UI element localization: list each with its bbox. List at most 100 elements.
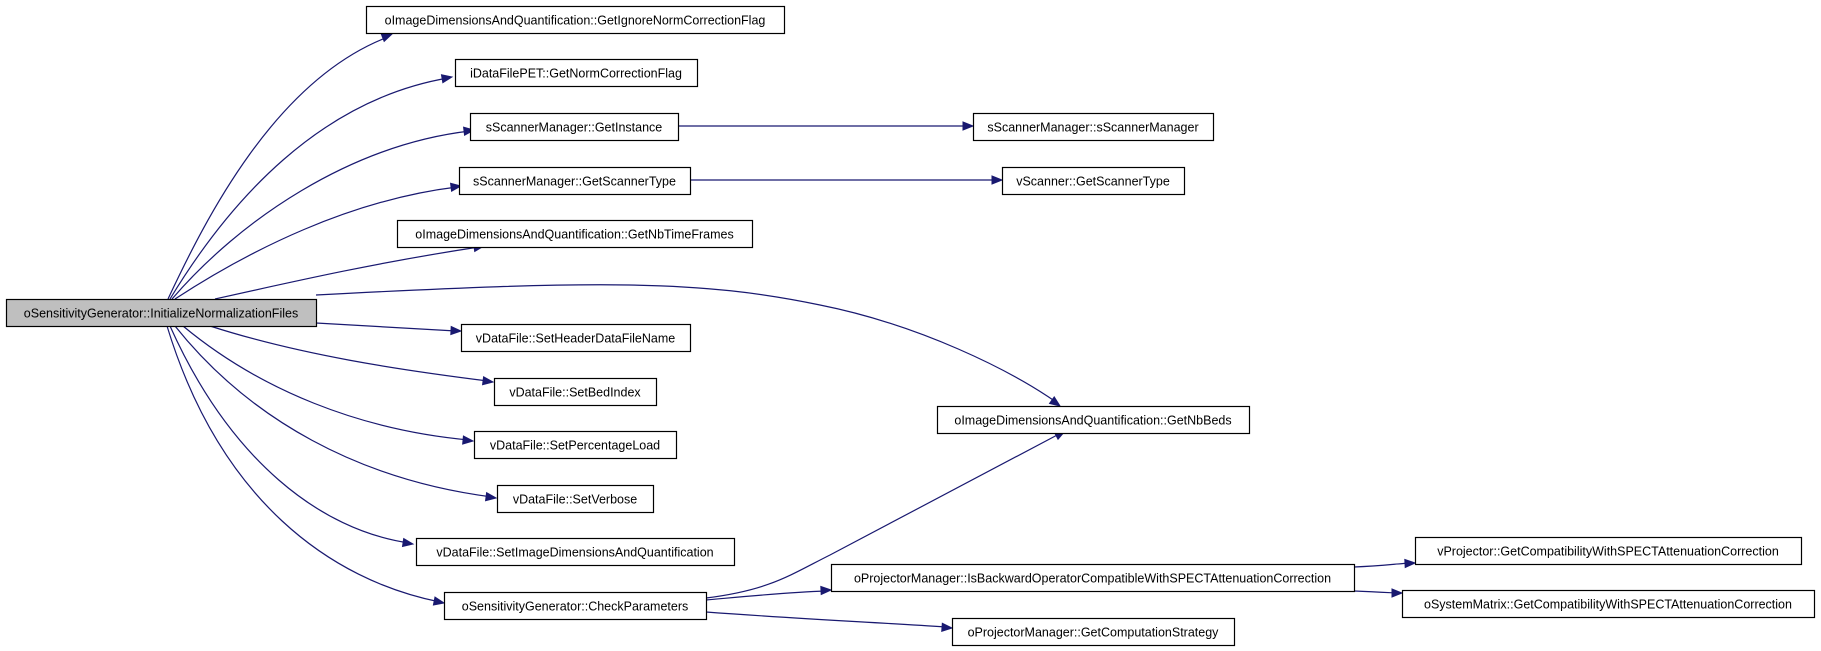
node-box (496, 484, 655, 514)
function-node[interactable]: vDataFile::SetImageDimensionsAndQuantifi… (415, 537, 736, 567)
function-node[interactable]: sScannerManager::GetInstance (469, 112, 680, 142)
edge-root-to-n10 (169, 325, 415, 548)
arrowhead (1391, 588, 1404, 598)
edge-line (705, 590, 826, 601)
edge-line (182, 325, 470, 441)
function-node[interactable]: vProjector::GetCompatibilityWithSPECTAtt… (1414, 536, 1803, 566)
node-box (5, 298, 318, 328)
function-node[interactable]: sScannerManager::GetScannerType (458, 166, 692, 196)
edge-line (705, 611, 947, 628)
edge-line (1353, 562, 1411, 568)
edge-root-to-n6 (315, 322, 463, 336)
edge-line (315, 322, 457, 332)
edge-line (174, 186, 458, 300)
edge-line (171, 130, 471, 300)
node-label: sScannerManager::GetInstance (486, 121, 663, 135)
node-label: oProjectorManager::IsBackwardOperatorCom… (854, 572, 1331, 586)
node-box (415, 537, 736, 567)
node-box (1001, 166, 1186, 196)
edge-line (214, 246, 480, 300)
node-box (469, 112, 680, 142)
arrowhead (820, 585, 833, 596)
node-box (1414, 536, 1803, 566)
edge-n15-to-n18 (1353, 588, 1404, 598)
arrowhead (463, 126, 476, 136)
arrowhead (941, 622, 954, 632)
arrowhead (1404, 558, 1417, 569)
nodes-layer: oSensitivityGenerator::InitializeNormali… (5, 5, 1816, 647)
function-node[interactable]: oProjectorManager::IsBackwardOperatorCom… (830, 563, 1356, 593)
node-box (458, 166, 692, 196)
edge-line (1353, 590, 1398, 594)
edge-line (174, 325, 493, 498)
node-label: vDataFile::SetVerbose (513, 493, 637, 507)
arrowhead (440, 74, 454, 84)
edge-root-to-n11 (166, 325, 446, 606)
node-label: vDataFile::SetImageDimensionsAndQuantifi… (436, 546, 713, 560)
function-node[interactable]: sScannerManager::sScannerManager (972, 112, 1215, 142)
function-node[interactable]: iDataFilePET::GetNormCorrectionFlag (454, 58, 699, 88)
function-node[interactable]: oProjectorManager::GetComputationStrateg… (951, 617, 1236, 647)
function-node[interactable]: oSensitivityGenerator::CheckParameters (443, 591, 708, 621)
edge-line (166, 325, 441, 603)
function-node[interactable]: oImageDimensionsAndQuantification::GetNb… (936, 405, 1251, 435)
node-label: iDataFilePET::GetNormCorrectionFlag (470, 67, 682, 81)
edge-n4-to-n13 (690, 175, 1004, 185)
edge-n11-to-n16 (705, 611, 954, 632)
node-box (951, 617, 1236, 647)
node-label: oImageDimensionsAndQuantification::GetNb… (954, 414, 1231, 428)
node-box (454, 58, 699, 88)
arrowhead (484, 491, 498, 502)
edge-n11-to-n15 (705, 585, 833, 601)
node-box (460, 323, 692, 353)
edge-line (705, 432, 1062, 599)
node-label: vDataFile::SetHeaderDataFileName (476, 332, 675, 346)
node-box (473, 430, 678, 460)
arrowhead (962, 121, 975, 131)
function-node[interactable]: vDataFile::SetHeaderDataFileName (460, 323, 692, 353)
arrowhead (380, 33, 394, 43)
function-node[interactable]: vDataFile::SetPercentageLoad (473, 430, 678, 460)
node-label: vProjector::GetCompatibilityWithSPECTAtt… (1437, 545, 1779, 559)
function-node[interactable]: oSystemMatrix::GetCompatibilityWithSPECT… (1401, 589, 1816, 619)
node-label: oSensitivityGenerator::InitializeNormali… (24, 307, 298, 321)
node-label: vDataFile::SetPercentageLoad (490, 439, 660, 453)
root-function-node[interactable]: oSensitivityGenerator::InitializeNormali… (5, 298, 318, 328)
arrowhead (481, 375, 495, 386)
edge-root-to-n8 (182, 325, 475, 445)
function-node[interactable]: oImageDimensionsAndQuantification::GetNb… (396, 219, 754, 249)
arrowhead (462, 435, 475, 445)
edge-root-to-n3 (171, 126, 476, 300)
edge-root-to-n14 (315, 284, 1062, 407)
node-label: vDataFile::SetBedIndex (509, 386, 641, 400)
function-node[interactable]: oImageDimensionsAndQuantification::GetIg… (365, 5, 786, 35)
function-node[interactable]: vDataFile::SetVerbose (496, 484, 655, 514)
edge-n3-to-n12 (678, 121, 975, 131)
edge-line (209, 325, 489, 382)
node-box (493, 377, 658, 407)
node-box (1401, 589, 1816, 619)
node-label: oSensitivityGenerator::CheckParameters (462, 600, 688, 614)
edges-layer (166, 33, 1417, 632)
arrowhead (401, 537, 415, 548)
arrowhead (1048, 396, 1062, 407)
edge-line (315, 284, 1057, 403)
node-box (936, 405, 1251, 435)
edge-line (167, 36, 389, 300)
node-label: sScannerManager::sScannerManager (987, 121, 1198, 135)
node-label: oProjectorManager::GetComputationStrateg… (968, 626, 1220, 640)
edge-root-to-n1 (167, 33, 394, 300)
arrowhead (432, 596, 446, 606)
edge-line (169, 77, 449, 300)
node-label: oImageDimensionsAndQuantification::GetIg… (385, 14, 766, 28)
arrowhead (449, 182, 463, 193)
function-node[interactable]: vScanner::GetScannerType (1001, 166, 1186, 196)
edge-root-to-n2 (169, 74, 454, 300)
node-label: sScannerManager::GetScannerType (473, 175, 676, 189)
node-box (396, 219, 754, 249)
node-box (443, 591, 708, 621)
arrowhead (450, 325, 463, 336)
function-node[interactable]: vDataFile::SetBedIndex (493, 377, 658, 407)
node-box (972, 112, 1215, 142)
